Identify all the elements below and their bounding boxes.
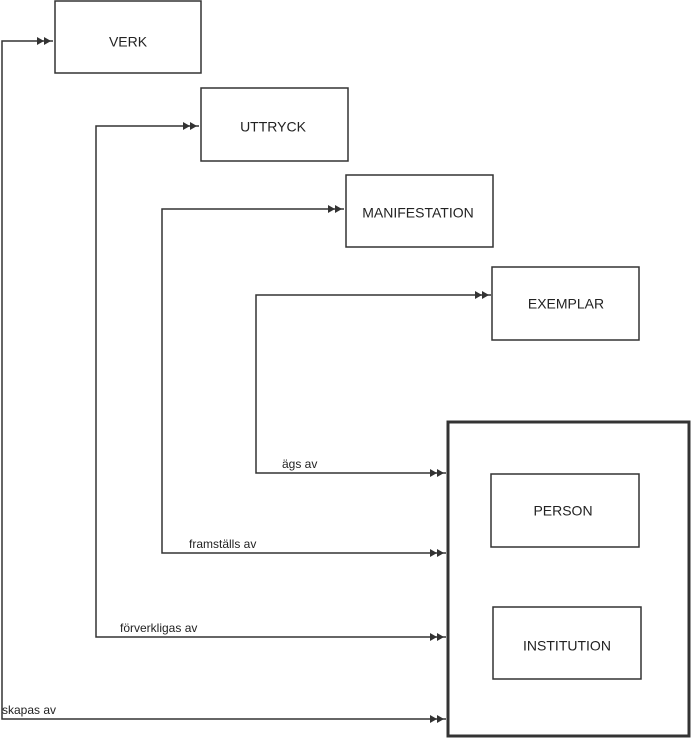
manifestation-label: MANIFESTATION xyxy=(362,205,473,221)
label-skapas-av: skapas av xyxy=(2,703,56,717)
institution-label: INSTITUTION xyxy=(523,638,611,654)
edge-framstalls-av: framställs av xyxy=(161,205,446,557)
agent-group-box xyxy=(446,420,691,738)
institution-node: INSTITUTION xyxy=(492,606,642,680)
edge-skapas-av: skapas av xyxy=(1,37,446,723)
label-framstalls-av: framställs av xyxy=(189,537,256,551)
manifestation-node: MANIFESTATION xyxy=(345,174,494,248)
edge-forverkligas-av: förverkligas av xyxy=(95,122,446,641)
person-node: PERSON xyxy=(490,473,640,548)
verk-label: VERK xyxy=(109,34,148,50)
uttryck-node: UTTRYCK xyxy=(200,87,349,162)
edge-ags-av: ägs av xyxy=(255,291,491,477)
label-forverkligas-av: förverkligas av xyxy=(120,621,197,635)
label-ags-av: ägs av xyxy=(282,457,317,471)
exemplar-node: EXEMPLAR xyxy=(491,266,640,341)
exemplar-label: EXEMPLAR xyxy=(528,296,604,312)
person-label: PERSON xyxy=(533,503,592,519)
uttryck-label: UTTRYCK xyxy=(240,119,307,135)
verk-node: VERK xyxy=(54,0,202,74)
